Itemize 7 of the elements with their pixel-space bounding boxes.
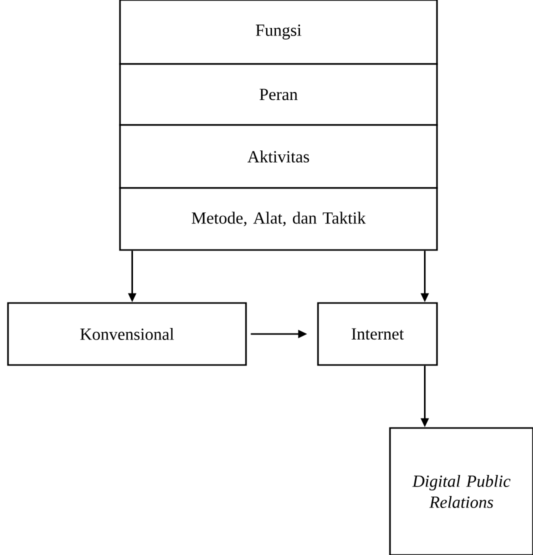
layer-box: Aktivitas <box>119 124 438 189</box>
layer-box: Peran <box>119 63 438 126</box>
process-box: Digital Public Relations <box>389 427 533 555</box>
process-box: Konvensional <box>7 302 247 366</box>
layer-box: Metode, Alat, dan Taktik <box>119 187 438 251</box>
layer-box: Fungsi <box>119 0 438 65</box>
process-box: Internet <box>317 302 438 366</box>
